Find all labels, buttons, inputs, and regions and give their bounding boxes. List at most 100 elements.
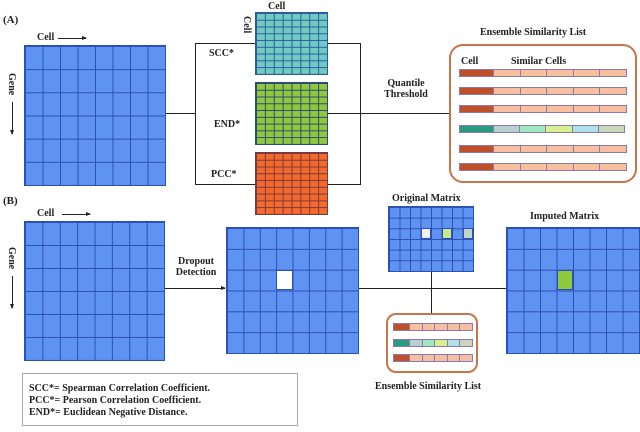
cell-slot [460,126,493,132]
imputed-cell [556,269,573,291]
similarity-cell-side-label: Cell [241,16,252,34]
similar-cell-slot [572,106,600,112]
connector [195,43,255,44]
cell-slot [460,164,494,170]
similarity-row [393,354,473,362]
similar-cell-slot [446,340,460,346]
similar-cell-slot [519,126,546,132]
similar-cell-slot [409,340,422,346]
similar-cell-slot [572,164,600,170]
similarity-row [459,105,627,113]
panel-b-label: (B) [3,195,18,207]
cell-axis-arrow [58,36,87,40]
original-matrix-title: Original Matrix [392,193,461,204]
ensemble-similarity-list-b [386,313,478,373]
connector [360,43,361,185]
similarity-row [459,163,627,171]
cell-axis-label-a: Cell [37,32,55,43]
gene-axis-label-b: Gene [6,247,17,270]
legend: SCC*= Spearman Correlation Coefficient. … [22,373,298,426]
similar-cell-slot [409,324,422,330]
similar-cell-slot [409,355,422,361]
cell-axis-arrow [62,212,91,216]
similar-cell-slot [546,164,573,170]
gene-axis-label-a: Gene [6,73,17,96]
gene-axis-arrow [10,276,14,309]
connector [328,113,361,114]
similar-cell-slot [434,324,447,330]
cell-slot [394,324,410,330]
quantile-threshold-line2: Threshold [384,89,428,100]
similar-cell-slot [599,164,627,170]
imputed-matrix [506,227,640,354]
similar-cell-slot [597,126,624,132]
cell-slot [460,146,494,152]
similar-cell-slot [493,164,520,170]
expression-matrix-a [24,45,166,186]
legend-end: END*= Euclidean Negative Distance. [29,407,188,418]
similar-cell-slot [519,164,547,170]
similar-cell-slot [546,88,573,94]
dropout-detection-label: Dropout Detection [168,256,224,278]
similar-cell-slot [599,146,627,152]
similar-cell-slot [572,70,600,76]
similarity-row [459,69,627,77]
similar-cell-slot [546,146,573,152]
connector [360,113,450,114]
dropout-matrix [226,227,359,354]
similarity-row [459,87,627,95]
similar-cell-slot [546,106,573,112]
quantile-threshold-label: Quantile Threshold [378,78,434,100]
similar-cell-slot [599,70,627,76]
similarity-row [393,323,473,331]
panel-a-label: (A) [3,14,19,26]
cell-axis-label-b: Cell [37,208,55,219]
similar-cell-slot [493,70,520,76]
similar-cell-slot [492,126,520,132]
legend-pcc: PCC*= Pearson Correlation Coefficient. [29,395,202,406]
similar-cell-slot [446,324,460,330]
similar-cell-slot [493,146,520,152]
original-matrix [388,206,474,272]
similar-cell-slot [599,88,627,94]
dropout-cell [276,269,293,291]
similar-cell-slot [572,88,600,94]
pcc-matrix [255,152,328,215]
ensemble-col-cell: Cell [461,56,479,67]
connector [328,184,361,185]
expression-matrix-b [24,221,165,361]
ensemble-title-a: Ensemble Similarity List [480,27,587,38]
similar-cell-slot [421,340,435,346]
similar-cell-slot [546,70,573,76]
similar-cell-slot [421,324,435,330]
similar-cell-slot [434,355,447,361]
connector [328,43,361,44]
connector [431,272,432,313]
scc-label: SCC* [209,48,235,59]
dropout-line1: Dropout [178,256,214,267]
similar-cell-slot [434,340,447,346]
quantile-threshold-line1: Quantile [387,78,425,89]
cell-slot [460,106,494,112]
scc-matrix [255,12,328,75]
similar-cell [441,228,452,239]
similar-cell-slot [599,106,627,112]
end-label: END* [214,119,241,130]
similar-cell-slot [519,88,547,94]
connector [195,43,196,185]
similar-cell-slot [519,70,547,76]
similar-cell-slot [545,126,572,132]
dropout-arrow [165,286,226,290]
connector [195,184,255,185]
similar-cell-slot [571,126,598,132]
similar-cell-slot [493,106,520,112]
similar-cell-slot [459,324,473,330]
gene-axis-arrow [10,102,14,135]
similar-cell-slot [519,106,547,112]
similar-cell-slot [421,355,435,361]
ensemble-col-similar: Similar Cells [511,56,567,67]
similarity-cell-top-label: Cell [268,1,286,12]
similar-cell-slot [446,355,460,361]
cell-slot [460,88,494,94]
end-matrix [255,82,328,145]
